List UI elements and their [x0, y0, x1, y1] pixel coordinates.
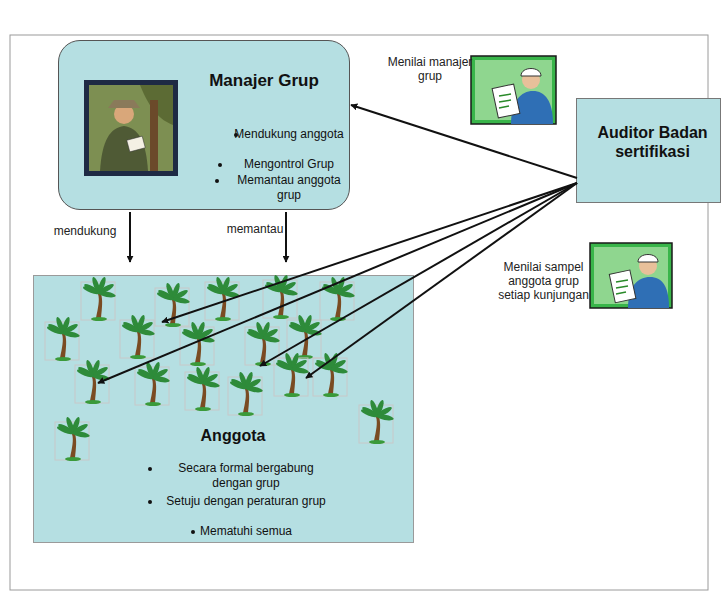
bullet-item: Mengontrol Grup [234, 157, 344, 172]
icon-background [471, 56, 556, 124]
clipboard [609, 270, 636, 303]
bullet-dot [148, 467, 152, 471]
inspector-body [511, 91, 553, 124]
bullet-item: Mendukung anggota [234, 127, 344, 142]
inspector-head [639, 257, 657, 275]
inspector-icon [590, 243, 672, 308]
bullet-item: Setuju dengan peraturan grup [166, 494, 326, 509]
inspector-body [628, 277, 669, 308]
bullet-dot [234, 133, 238, 137]
connector-arrow [351, 105, 577, 178]
connector-arrow [285, 212, 287, 262]
bullet-dot [148, 500, 152, 504]
bullet-dot [191, 530, 195, 534]
hard-hat [521, 69, 541, 77]
annotation-text: Menilai sampel anggota grup setiap kunju… [496, 260, 591, 302]
group-manager-box: Manajer GrupMendukung anggotaMengontrol … [58, 40, 350, 210]
bullet-item: Secara formal bergabung dengan grup [166, 461, 326, 491]
box-title: Manajer Grup [189, 71, 339, 91]
bullet-item: Memantau anggota grup [234, 173, 344, 203]
icon-background [590, 243, 672, 308]
clipboard [492, 84, 520, 118]
auditor-box: Auditor Badan sertifikasi [576, 98, 721, 203]
box-title: Auditor Badan sertifikasi [585, 123, 720, 161]
inspector-head [522, 71, 540, 89]
edge-label: mendukung [30, 224, 140, 238]
box-title: Anggota [163, 426, 303, 445]
clipboard-lines [616, 280, 628, 294]
hard-hat [638, 255, 658, 263]
bullet-dot [215, 179, 219, 183]
connector-arrow [129, 212, 131, 262]
icon-glow [594, 247, 668, 304]
bullet-dot [218, 163, 222, 167]
icon-glow [475, 60, 552, 120]
inspector-icon [471, 56, 556, 124]
members-box: AnggotaSecara formal bergabung dengan gr… [33, 275, 414, 543]
annotation-text: Menilai manajer grup [385, 55, 475, 83]
clipboard-lines [499, 94, 511, 108]
edge-label: memantau [200, 222, 310, 236]
bullet-item: Mematuhi semua [166, 524, 326, 539]
